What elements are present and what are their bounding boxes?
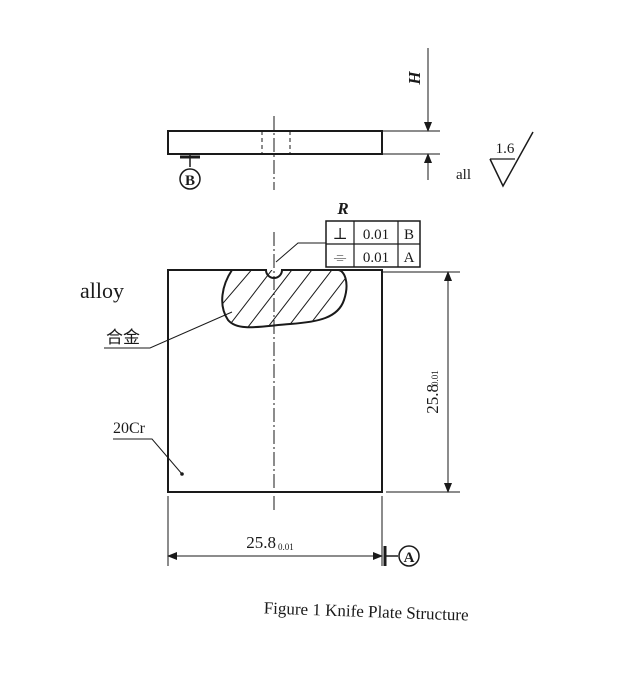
datum-b-circle xyxy=(179,168,201,190)
height-label: H xyxy=(405,71,424,86)
finish-value: 1.6 xyxy=(496,141,515,157)
tol-row2-datum: A xyxy=(404,250,415,266)
vertical-dimension: 25.8 0.01 xyxy=(383,271,460,493)
figure-caption: Figure 1 Knife Plate Structure xyxy=(263,598,468,624)
tol-row2-symbol: ⌯ xyxy=(334,249,347,266)
horizontal-dimension: 25.8 0.01 A xyxy=(167,496,420,567)
body-leader xyxy=(113,438,183,475)
tol-row2-value: 0.01 xyxy=(363,250,389,266)
finish-scope: all xyxy=(456,167,471,183)
radius-label: R xyxy=(336,199,348,218)
front-view xyxy=(167,232,383,510)
alloy-en-label: alloy xyxy=(80,278,124,303)
vdim-value: 25.8 xyxy=(423,384,442,414)
tol-row1-value: 0.01 xyxy=(363,227,389,243)
body-material-label: 20Cr xyxy=(113,420,146,437)
alloy-outline xyxy=(221,269,348,329)
alloy-hatching xyxy=(222,270,347,328)
tolerance-frame: R ⊥ 0.01 B ⌯ 0.01 A xyxy=(275,199,421,268)
top-view-outline xyxy=(167,130,383,155)
material-labels: alloy 合金 20Cr xyxy=(80,278,233,475)
datum-a-circle xyxy=(398,545,420,567)
alloy-leader xyxy=(104,311,233,349)
datum-a-label: A xyxy=(404,550,415,566)
alloy-zh-label: 合金 xyxy=(106,328,140,347)
front-view-outline xyxy=(167,269,383,493)
radius-leader xyxy=(275,242,326,263)
tol-row1-symbol: ⊥ xyxy=(332,226,347,243)
vdim-tolerance: 0.01 xyxy=(430,370,440,386)
datum-b-label: B xyxy=(185,173,195,189)
tol-row1-datum: B xyxy=(404,227,414,243)
finish-check-symbol xyxy=(489,131,534,188)
height-dimension: H xyxy=(383,48,440,180)
hdim-tolerance: 0.01 xyxy=(278,542,294,552)
hdim-value: 25.8 xyxy=(246,533,276,552)
top-view: B xyxy=(167,116,383,190)
surface-finish: 1.6 all xyxy=(456,131,534,188)
